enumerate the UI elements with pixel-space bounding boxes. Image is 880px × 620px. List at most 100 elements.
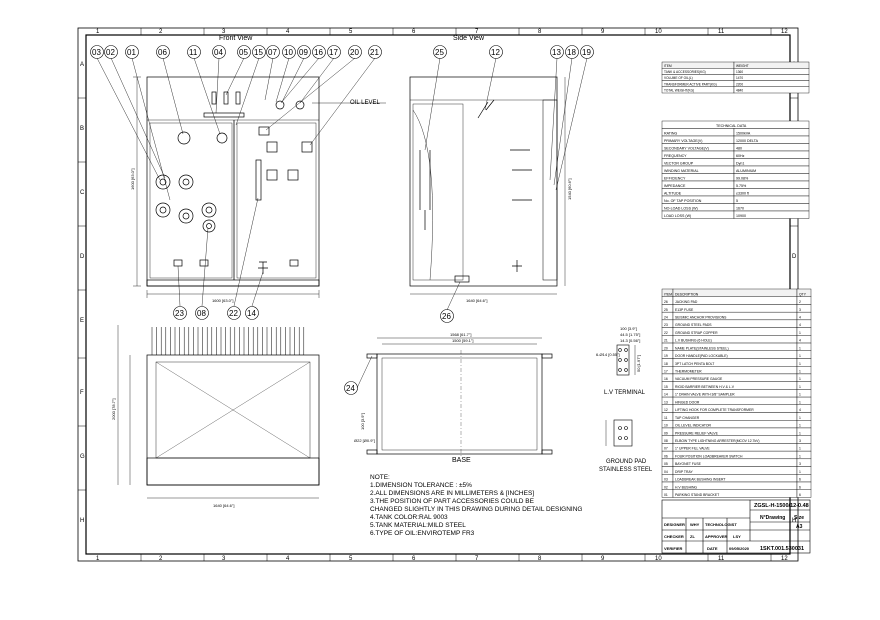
side-view-drawing xyxy=(409,76,566,295)
plan-view-drawing xyxy=(117,325,320,499)
svg-text:23: 23 xyxy=(175,309,184,318)
table-cell-text: BAYONET FUSE xyxy=(675,462,702,466)
table-cell-text: 24 xyxy=(664,315,668,319)
table-cell-text: 1 xyxy=(799,393,801,397)
table-cell-text: DESCRIPTION xyxy=(675,292,699,296)
table-cell-text: 1 xyxy=(799,447,801,451)
table-cell-text: 1" UPPER FILL VALVE xyxy=(675,447,710,451)
lv-bushing xyxy=(266,141,278,153)
approver-value: LSY xyxy=(733,534,741,539)
table-cell-text: TAP CHANGER xyxy=(675,416,700,420)
svg-text:11: 11 xyxy=(189,48,198,57)
table-cell-text: 09 xyxy=(664,431,668,435)
grid-col-label: 7 xyxy=(475,556,479,562)
table-cell-text: NAME PLATE(STAINLESS STEEL) xyxy=(675,346,729,350)
svg-text:26: 26 xyxy=(442,312,451,321)
svg-text:09: 09 xyxy=(299,48,308,57)
title-block xyxy=(661,499,811,554)
table-cell-text: ≤3300 ft xyxy=(736,192,749,196)
hv-bushing xyxy=(201,202,217,218)
balloon: 11 xyxy=(187,45,201,59)
table-cell-text: 1 xyxy=(799,385,801,389)
table-cell-text: 04 xyxy=(664,470,668,474)
table-cell-text: 4 xyxy=(799,315,801,319)
table-cell-text: 17 xyxy=(664,370,668,374)
table-cell-text: 13 xyxy=(664,400,668,404)
table-cell xyxy=(733,86,810,94)
balloon: 20 xyxy=(348,45,362,59)
front-height-dim: 1600 [63.0"] xyxy=(130,169,135,190)
e13p-fuse xyxy=(419,150,431,230)
svg-text:01: 01 xyxy=(127,48,136,57)
ground-pad-title: GROUND PAD xyxy=(606,459,647,465)
grid-column-labels-bottom: 1 2 3 4 5 6 7 8 9 10 11 12 xyxy=(96,556,788,562)
front-leader-lines xyxy=(96,57,376,201)
balloon: 25 xyxy=(433,45,447,59)
pressure-gauge xyxy=(275,100,285,110)
verifier-label: VERIFIER xyxy=(664,546,683,551)
svg-text:05: 05 xyxy=(239,48,248,57)
table-cell-text: VACUUM PRESSURE GAUGE xyxy=(675,377,723,381)
svg-text:06: 06 xyxy=(158,48,167,57)
lifting-hook xyxy=(477,99,495,119)
table-cell-text: 08 xyxy=(664,439,668,443)
table-cell-text: JACKING PAD xyxy=(675,300,698,304)
balloon: 08 xyxy=(195,306,209,320)
table-cell-text: 10 xyxy=(664,424,668,428)
table-cell-text: 1 xyxy=(799,354,801,358)
svg-text:16: 16 xyxy=(314,48,323,57)
name-plate xyxy=(258,126,270,136)
lv-bushing xyxy=(301,141,313,153)
table-cell-text: 06 xyxy=(664,454,668,458)
table-cell-text: WINDING MATERIAL xyxy=(664,169,699,173)
svg-text:08: 08 xyxy=(197,309,206,318)
table-cell-text: 4840 xyxy=(736,89,743,93)
svg-text:25: 25 xyxy=(435,48,444,57)
table-cell-text: 12 xyxy=(664,408,668,412)
ground-pad-subtitle: STAINLESS STEEL xyxy=(599,467,653,473)
table-cell-text: No. OF TAP POSITION xyxy=(664,199,702,203)
balloon: 17 xyxy=(327,45,341,59)
front-hv-compartment xyxy=(149,122,233,279)
lv-terminal-drawing xyxy=(616,344,636,376)
grid-col-label: 1 xyxy=(96,556,100,562)
table-cell-text: 18 xyxy=(664,362,668,366)
table-cell-text: 26 xyxy=(664,300,668,304)
grid-column-labels-top: 1 2 3 4 5 6 7 8 9 10 11 12 xyxy=(96,29,788,35)
bayonet-fuse xyxy=(223,91,229,105)
table-cell-text: 2200 xyxy=(736,82,743,86)
hv-bushing xyxy=(155,174,171,190)
note-line: 1.DIMENSION TOLERANCE : ±5% xyxy=(370,482,472,489)
table-cell-text: ALUMINIUM xyxy=(736,169,756,173)
table-cell-text: 14 xyxy=(664,393,668,397)
table-cell xyxy=(733,74,810,81)
lv-bushing xyxy=(266,169,278,181)
table-cell-text: ITEM xyxy=(664,292,672,296)
table-cell-text: PRIMARY VOLTAGE(V) xyxy=(664,139,702,143)
lv-terminal-title: L.V TERMINAL xyxy=(604,390,646,396)
table-cell-text: 6 xyxy=(799,493,801,497)
note-line: CHANGED SLIGHTLY IN THIS DRAWING DURING … xyxy=(370,506,582,513)
balloon: 10 xyxy=(282,45,296,59)
size-value: A3 xyxy=(796,524,803,530)
table-cell-text: 1 xyxy=(799,416,801,420)
table-cell-text: DOOR HANDLE(PAD LOCKABLE) xyxy=(675,354,728,358)
side-tank-curve xyxy=(412,109,433,281)
svg-text:17: 17 xyxy=(329,48,338,57)
table-cell-text: IMPEDANCE xyxy=(664,184,686,188)
table-cell-text: PRESSURE RELIEF VALVE xyxy=(675,431,719,435)
thermometer xyxy=(295,100,305,110)
table-cell-text: 10900 xyxy=(736,214,746,218)
side-door xyxy=(542,99,558,281)
lv-bushing xyxy=(287,169,299,181)
table-cell-text: FREQUENCY xyxy=(664,154,687,158)
lv-dim: 14.3 [0.56"] xyxy=(620,338,640,343)
table-cell-text: E13P FUSE xyxy=(675,308,694,312)
grid-row-labels-left: A B C D E F G H xyxy=(80,62,85,524)
balloon: 13 xyxy=(550,45,564,59)
grid-row-label: G xyxy=(80,454,85,460)
tech-table-title: TECHNICAL DATA xyxy=(716,124,747,128)
table-cell-text: 480 xyxy=(736,147,742,151)
grid-row-label: E xyxy=(80,318,84,324)
